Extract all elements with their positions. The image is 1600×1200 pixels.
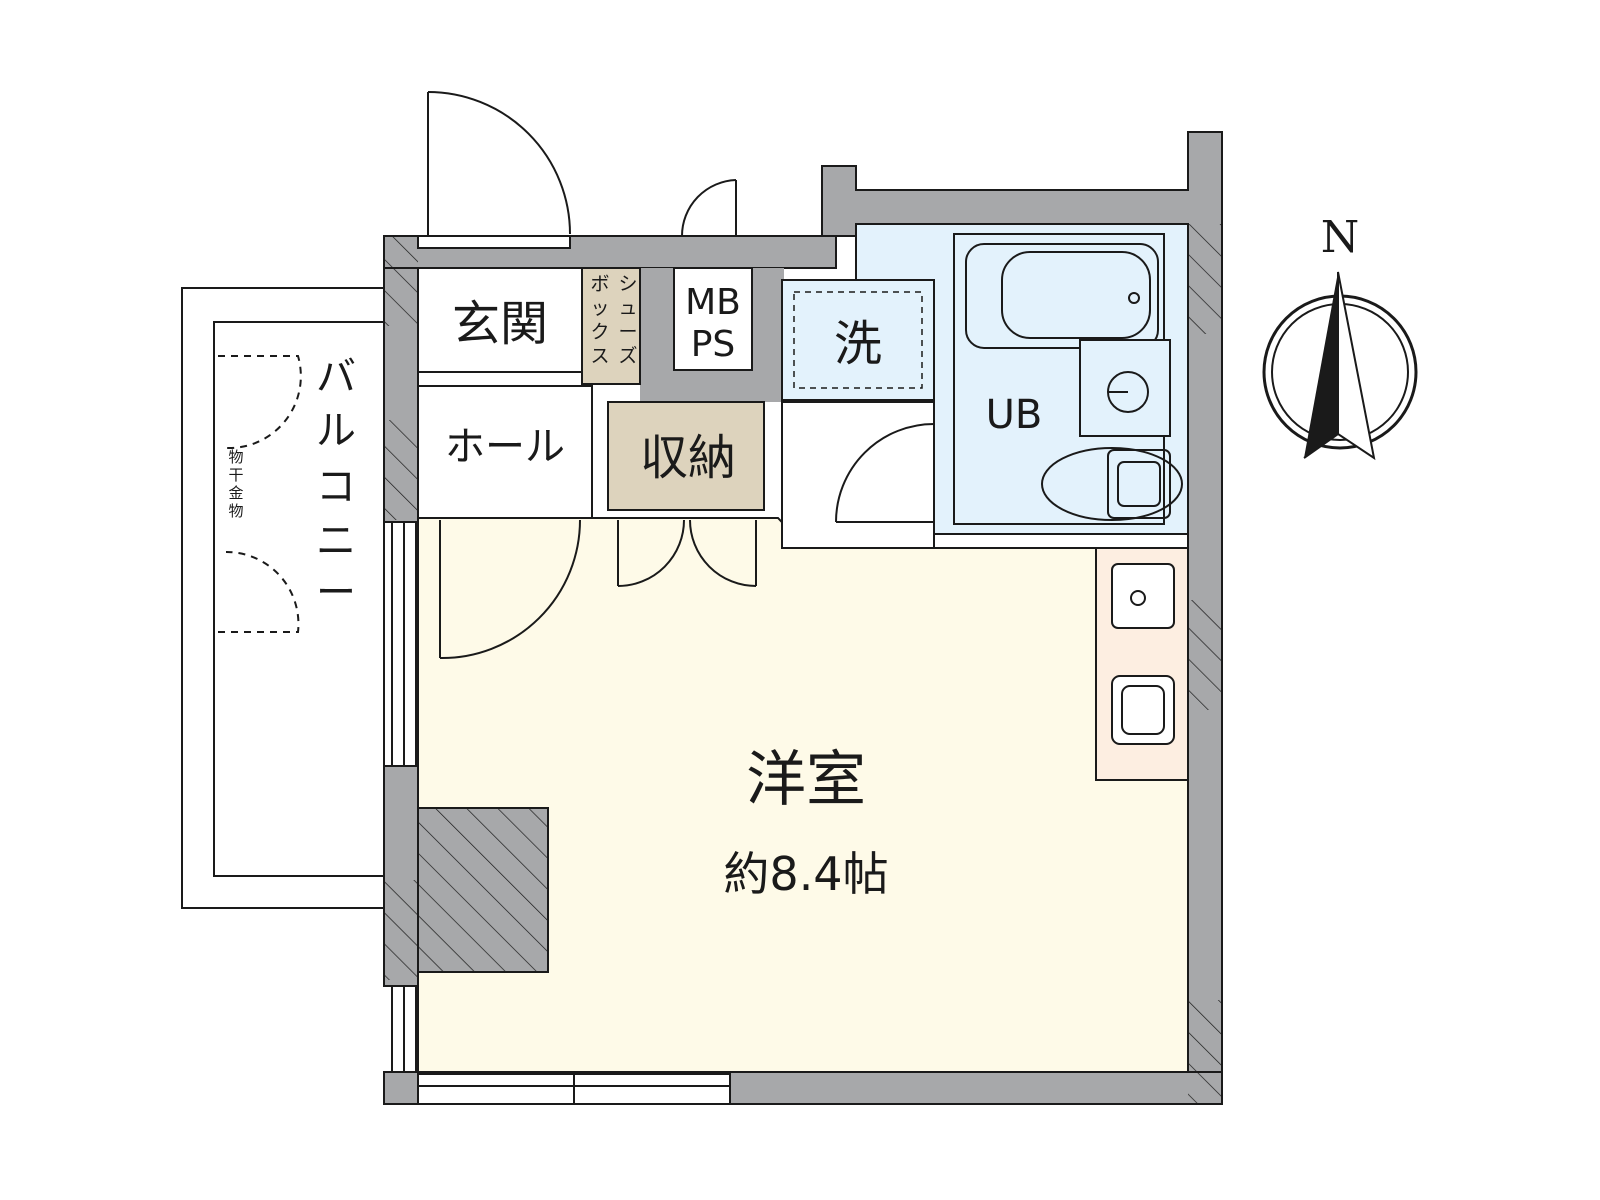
drying-hardware-char: 干 — [228, 466, 243, 484]
shoe-box-char: シ — [618, 273, 637, 295]
genkan-label: 玄関 — [452, 296, 548, 352]
drying-hardware-char: 物 — [228, 502, 243, 520]
shoe-box-char: ボ — [590, 273, 609, 295]
drying-hardware-label: 物 干 金 物 — [228, 448, 243, 520]
shoe-box-char: ー — [618, 321, 637, 343]
kitchen-fixtures — [1111, 563, 1175, 745]
shoe-box-char: ズ — [618, 345, 637, 367]
shoe-box-char: ッ — [590, 297, 609, 319]
drying-hardware-char: 金 — [228, 484, 243, 502]
shoe-box-char: ク — [590, 321, 609, 343]
shoe-box-char: ス — [590, 345, 609, 367]
balcony-char: ニ — [316, 518, 356, 564]
mbps-bottom-label: PS — [691, 324, 736, 365]
compass: N — [1262, 212, 1418, 461]
bath-fixtures — [953, 233, 1183, 525]
balcony-label: バ ル コ ニ ー — [316, 354, 356, 616]
western-room-label: 洋室 — [746, 745, 866, 815]
shoe-box-char: ュ — [618, 297, 637, 319]
balcony-char: ル — [316, 408, 356, 454]
western-room-size: 約8.4帖 — [723, 847, 888, 901]
balcony-char: ー — [316, 570, 356, 616]
balcony — [181, 287, 385, 909]
unit-bath-label: UB — [986, 392, 1043, 438]
washer-label: 洗 — [834, 316, 882, 372]
hall-label: ホール — [445, 424, 565, 470]
windows — [391, 235, 731, 1105]
balcony-char: コ — [316, 464, 356, 510]
drying-hardware-char: 物 — [228, 448, 243, 466]
shoe-box-label: シ ュ ー ズ ボ ッ ク ス — [590, 273, 637, 367]
mbps-top-label: MB — [685, 282, 741, 323]
storage-label: 収納 — [640, 430, 736, 486]
balcony-char: バ — [316, 354, 356, 400]
compass-north-label: N — [1321, 212, 1360, 263]
